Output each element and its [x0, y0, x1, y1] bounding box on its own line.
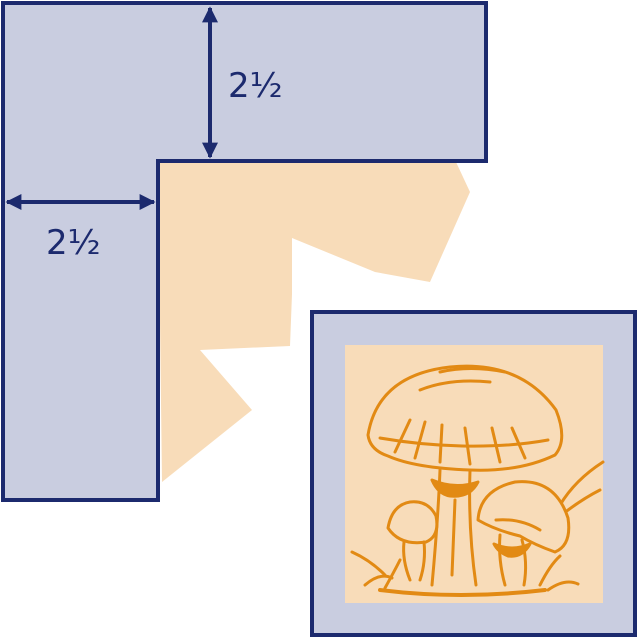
- framed-artwork: [310, 310, 637, 637]
- torn-paper-shape: [158, 162, 470, 482]
- side-width-label: 2½: [46, 223, 101, 263]
- frame-corner: [1, 1, 488, 502]
- mushroom-icon: [350, 364, 605, 597]
- top-width-label: 2½: [228, 66, 283, 106]
